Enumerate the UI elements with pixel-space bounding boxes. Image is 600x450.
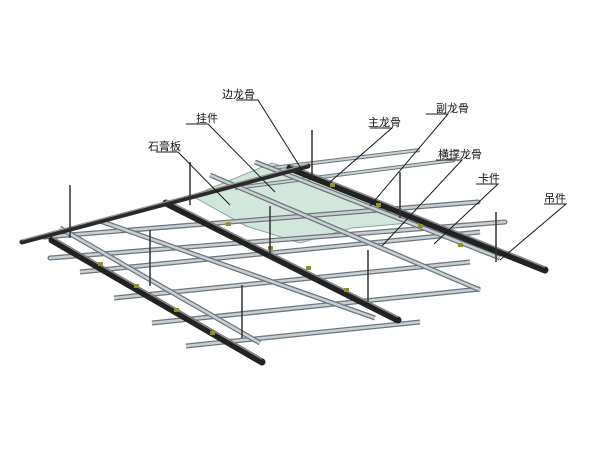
hanger-rods: [69, 130, 497, 338]
main-keel: [162, 199, 402, 324]
clip: [376, 203, 381, 207]
label-hanger: 吊件: [544, 192, 566, 205]
label-hanger-clip: 挂件: [196, 111, 218, 125]
label-secondary-keel: 副龙骨: [436, 102, 469, 115]
clip: [226, 222, 231, 226]
label-cross-keel: 横撑龙骨: [438, 147, 482, 161]
clips: [98, 183, 463, 335]
clip: [174, 308, 179, 312]
clip: [306, 266, 311, 270]
main-keel: [48, 236, 266, 366]
secondary-keels-diagonal: [58, 159, 501, 346]
label-main-keel: 主龙骨: [368, 116, 401, 129]
label-clip: 卡件: [478, 172, 500, 185]
label-gypsum-board: 石膏板: [148, 139, 181, 153]
leader-lines: [156, 99, 568, 261]
label-edge-keel: 边龙骨: [222, 88, 255, 101]
clip: [418, 224, 423, 228]
clip: [210, 331, 215, 335]
clip: [98, 262, 103, 266]
clip: [330, 183, 335, 187]
clip: [458, 243, 463, 247]
clip: [134, 284, 139, 288]
clip: [344, 288, 349, 292]
